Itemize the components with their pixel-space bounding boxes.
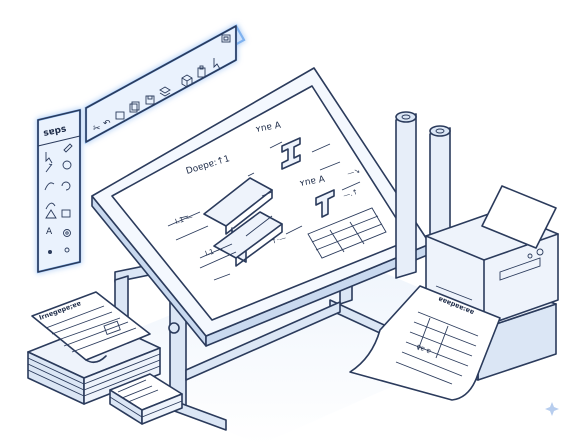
printer (425, 185, 559, 381)
rectangle-icon[interactable] (61, 209, 71, 218)
small-document-stack (109, 373, 183, 425)
line-icon[interactable] (62, 160, 72, 170)
gear-icon[interactable] (63, 229, 71, 237)
cursor-icon[interactable] (213, 58, 221, 70)
folder-icon[interactable] (115, 111, 125, 120)
magic-icon[interactable] (45, 163, 53, 173)
dot-icon (48, 247, 70, 254)
blueprint-rolls (395, 111, 451, 279)
drawing-label-right-top: ʏnɐ A (255, 121, 283, 135)
layers-icon[interactable] (159, 86, 171, 97)
svg-text:—↘: —↘ (346, 166, 361, 177)
svg-text:A: A (46, 227, 53, 237)
frame-icon[interactable] (221, 34, 231, 43)
pen-icon[interactable] (63, 143, 73, 153)
horizontal-toolbar-icons: ✂ ↶ (85, 25, 237, 143)
rotate-icon[interactable] (61, 181, 71, 191)
document-stack: Irnɐgɐpɐ;ɐɐ (27, 291, 161, 405)
triangle-icon[interactable] (45, 209, 57, 219)
sparkle-icon (545, 402, 559, 416)
arc-icon[interactable] (45, 202, 56, 210)
printout: ɐɐɐpɐɐ:ɐɐ ɐɐ ɐ (349, 285, 501, 401)
cursor-icon[interactable] (45, 152, 53, 164)
vertical-toolbar-frame: sɐps A (37, 109, 81, 273)
cut-icon[interactable]: ✂ (93, 124, 101, 134)
technical-drawing: Doɐpɐ:↑1 ʏnɐ A ʏnɐ A I.1 — I.1 — ↑·— —.↑… (167, 121, 361, 281)
undo-icon[interactable]: ↶ (103, 119, 111, 129)
copy-icon[interactable] (129, 101, 140, 113)
save-icon[interactable] (145, 95, 155, 105)
svg-text:↶: ↶ (103, 119, 111, 129)
paste-icon[interactable] (197, 65, 206, 78)
vertical-toolbar-title: sɐps (43, 124, 68, 139)
svg-text:✂: ✂ (93, 124, 101, 134)
text-icon[interactable]: A (46, 227, 53, 237)
cube-icon[interactable] (181, 74, 193, 88)
curve-icon[interactable] (44, 182, 55, 191)
drawing-label-right-mid: ʏnɐ A (299, 175, 327, 189)
